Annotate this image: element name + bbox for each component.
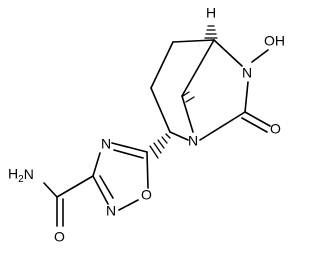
atom-label-n-oxadiazole-top: N: [101, 136, 111, 152]
bond-n-carbonyl: [244, 81, 249, 113]
bicyclic-core: [150, 25, 271, 141]
hash-link-4: [153, 142, 162, 154]
atom-label-h2n: H2N: [8, 166, 34, 185]
bond-c5-n4-inner: [113, 149, 144, 159]
hash-bridge-2: [185, 96, 195, 103]
bond-n2-c3-inner: [99, 175, 114, 199]
bond-c3-c4: [150, 41, 174, 89]
atom-label-h: H: [206, 5, 216, 21]
bond-c1-n-oh: [213, 39, 243, 67]
bond-c-o-double-1: [244, 111, 271, 127]
bond-carbonyl-nbridge: [199, 111, 246, 141]
stereo-link: [149, 133, 171, 159]
hash-link-2: [161, 136, 168, 144]
bond-o1-n2: [118, 199, 139, 211]
bond-n-o: [251, 49, 269, 63]
atom-label-n-bridge: N: [188, 133, 198, 149]
bond-c3-camide: [56, 175, 94, 198]
hash-link-3: [157, 139, 165, 149]
atom-label-n-hydroxy: N: [242, 65, 252, 81]
hash-bridge-1: [182, 91, 190, 97]
chemical-structure-diagram: H OH N O N N N O H2N O: [8, 5, 285, 245]
bond-camide-n: [43, 182, 58, 198]
atom-label-o-ring-carbonyl: O: [270, 121, 281, 137]
bond-c5-o1: [146, 151, 149, 189]
atom-label-oh: OH: [264, 33, 285, 49]
carboxamide-group: [43, 175, 94, 227]
bond-bridge-nbridge: [181, 95, 194, 133]
atom-label-n-oxadiazole-bottom: N: [106, 203, 116, 219]
bond-c4-c1: [172, 39, 215, 43]
bond-nbridge-c2: [169, 131, 189, 141]
bond-c1-bridge: [181, 39, 215, 97]
bond-c5-n4: [111, 142, 148, 153]
bond-c-o-double-2: [241, 117, 268, 133]
oxadiazole-ring: [92, 142, 149, 211]
hash-link-5: [149, 145, 159, 159]
bond-c3-n4: [92, 152, 101, 177]
hash-link-1: [165, 133, 171, 139]
atom-label-o-amide: O: [54, 229, 65, 245]
bond-n2-c3: [92, 175, 109, 205]
bond-c2-c3: [150, 87, 171, 133]
atom-label-o-oxadiazole: O: [141, 187, 152, 203]
